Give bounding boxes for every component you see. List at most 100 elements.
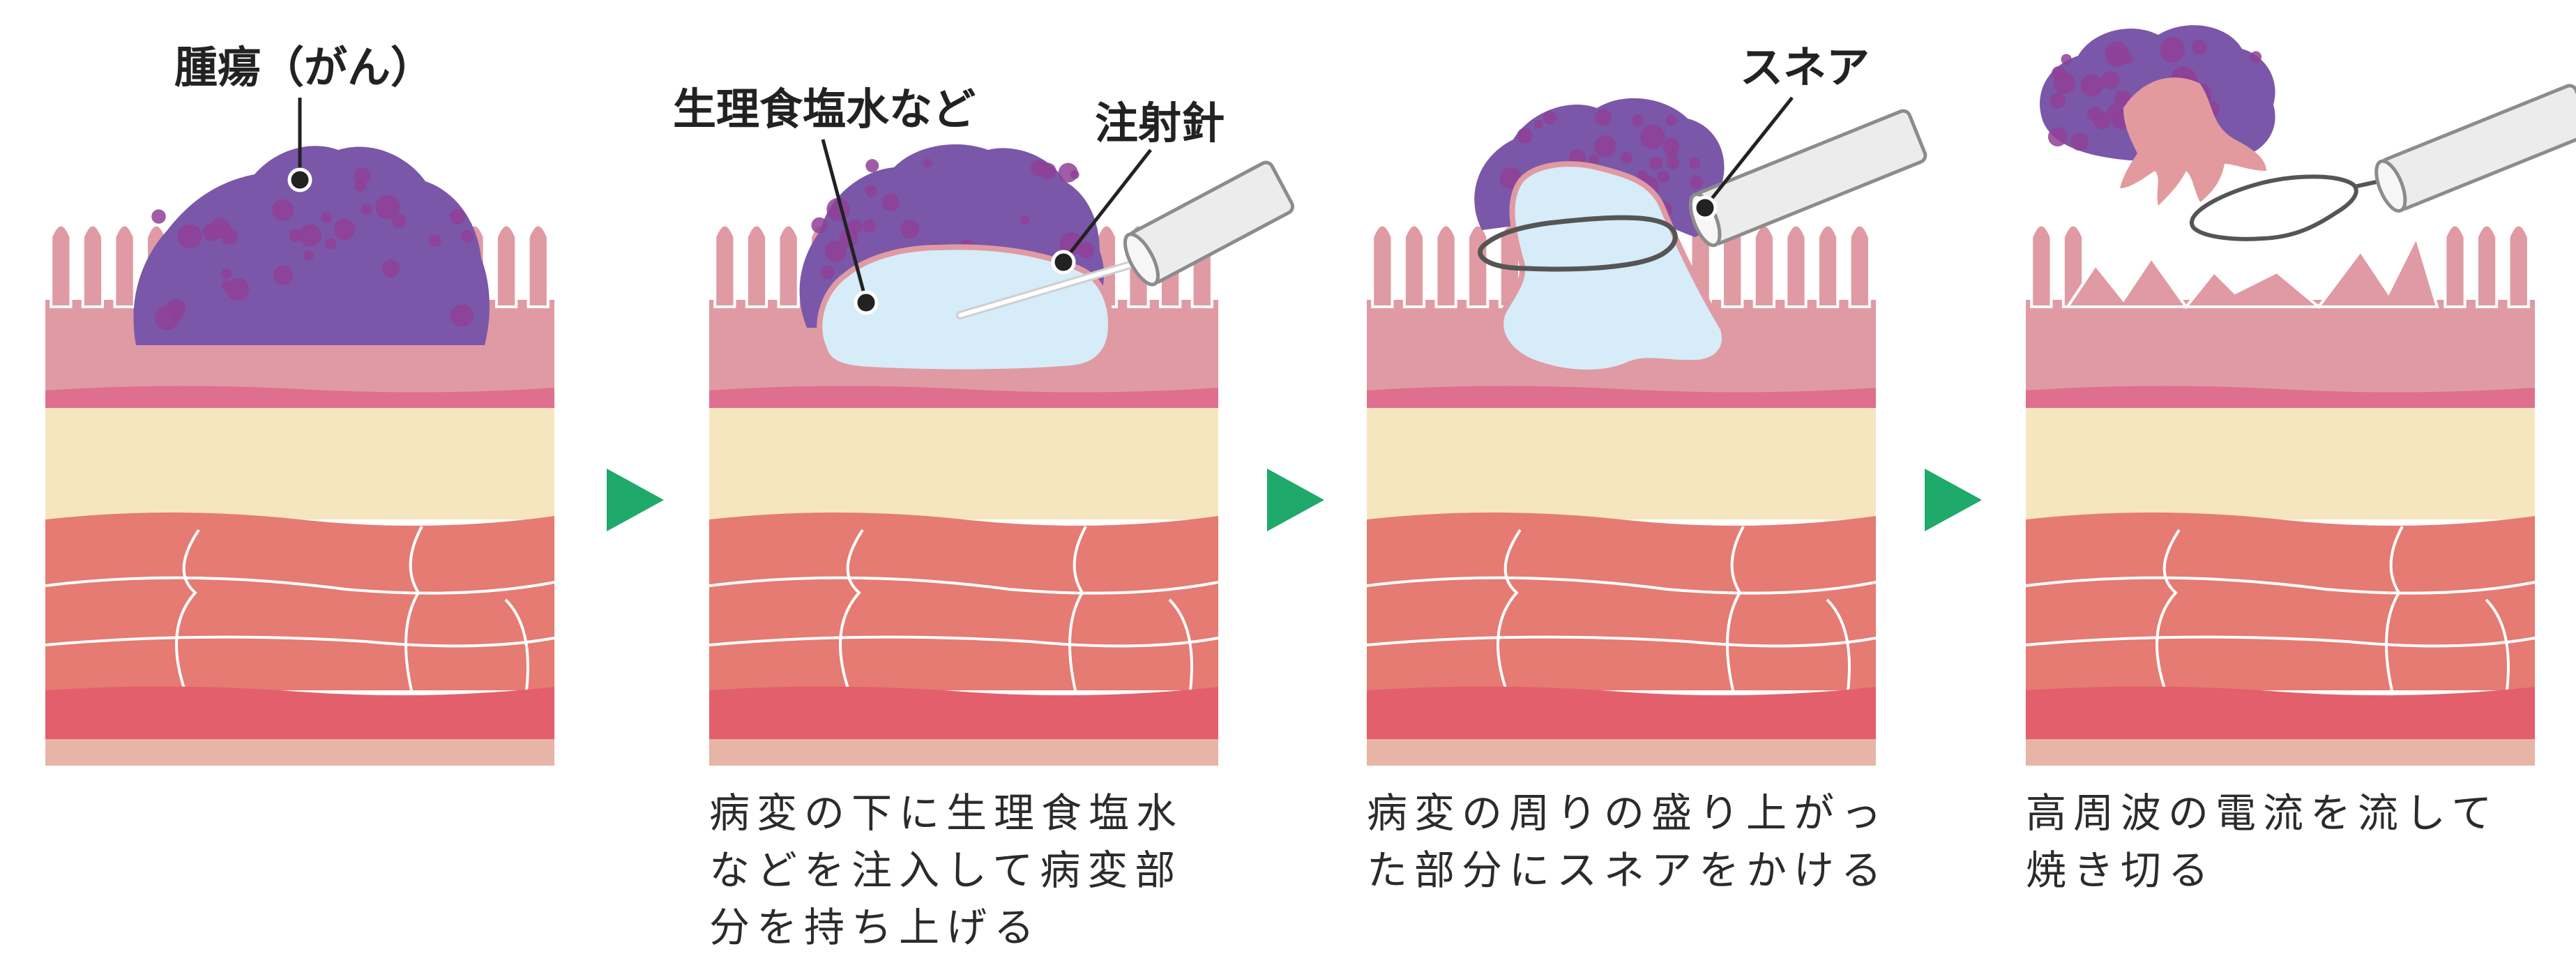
villus [745,223,768,308]
tumor-cell-dot [900,220,920,239]
tumor-leader-dot [287,167,312,192]
tumor-cell-dot [177,224,202,249]
serosa [2026,739,2535,766]
serosa [1367,739,1876,766]
villus [1467,223,1490,308]
tumor-cell-dot [1039,162,1056,180]
villus [494,223,518,308]
submucosa [709,408,1218,519]
villus [1848,223,1871,308]
muscle-fiber-line [1068,526,1087,691]
tumor-cell-dot [289,229,303,242]
villus [1752,223,1775,308]
deep-muscle-band [1367,686,1876,739]
tumor-cell-dot [226,278,250,301]
tumor-cell-dot [811,217,828,234]
muscle-fiber-line [175,529,200,691]
submucosa [45,408,554,519]
muscle-fiber-line [1168,598,1193,691]
tumor-cell-dot [151,209,166,224]
muscle-fiber-line [1726,526,1745,691]
muscle-fiber-line [839,529,864,691]
tumor-cell-dot [863,219,877,233]
tissue-layers [2025,223,2536,766]
tumor-cell-dot [1589,154,1599,165]
snare-loop [1478,215,1678,272]
tumor-cell-dot [1517,128,1533,144]
tumor-cell-dot [1059,232,1083,255]
muscle-fiber-line [404,526,423,691]
tumor-cell-dot [325,237,337,250]
muscle-fiber-line [1497,529,1522,691]
tumor-cell-dot [354,167,371,185]
tumor-cell-dot [428,234,441,248]
tumor-cell-dot [1632,114,1644,127]
muscle-fiber-line [709,576,1219,595]
caption-line: 病変の下に生理食塩水 [709,789,1184,837]
muscle-fiber-line [45,576,555,595]
muscle-fiber-line [504,598,529,691]
tumor-cell-dot [1621,151,1632,164]
muscle-layer [709,513,1218,690]
saline-leader-dot [854,290,879,315]
tumor-cell-dot [1020,215,1030,225]
tumor-cell-dot [1657,170,1669,183]
villus [1434,223,1457,308]
needle-leader-dot [1051,250,1076,275]
mucosa-band [1367,386,1876,408]
serosa [45,739,554,766]
tumor-cell-dot [220,268,232,280]
tumor-cell-dot [273,266,294,285]
deep-muscle-band [45,686,554,739]
tumor-label: 腫瘍（がん） [174,42,434,93]
tumor-cell-dot [461,230,474,243]
muscle-fiber-line [2025,635,2536,648]
tumor-cell-dot [321,212,333,223]
mucosa [2026,300,2535,397]
caption-step-4: 高周波の電流を流して 焼き切る [2026,784,2499,899]
tumor-cell-dot [1595,109,1612,126]
caption-line: 分を持ち上げる [709,904,1042,951]
submucosa [2026,408,2535,519]
tumor-cell-dot [392,213,407,229]
muscle-layer [45,513,554,690]
snare-label: スネア [1740,42,1870,93]
tumor-cell-dot [1543,111,1556,125]
tumor-cell-dot [2086,107,2102,122]
needle-label: 注射針 [1095,98,1225,149]
tumor-cell-dot [2047,127,2068,146]
saline-label: 生理食塩水など [673,84,976,135]
cut-mucosa-edge [2065,233,2439,310]
tumor-cell-dot [1666,156,1680,169]
tumor-cell-dot [303,250,314,261]
tumor-cell-dot [865,185,877,197]
tumor-cell-dot [334,218,356,241]
muscle-fiber-line [1366,576,1877,595]
tumor-cell-dot [1690,175,1704,190]
tumor-cell-dot [2250,51,2262,63]
caption-step-2: 病変の下に生理食塩水 などを注入して病変部 分を持ち上げる [709,784,1183,956]
villus [2507,223,2530,308]
caption-line: た部分にスネアをかける [1367,847,1889,894]
villus [113,223,136,308]
tumor-cell-dot [820,265,835,280]
deep-muscle-band [2026,686,2535,739]
villus [1402,223,1426,308]
muscle-fiber-line [1826,598,1851,691]
tumor-cell-dot [450,304,473,328]
muscle-fiber-line [2025,576,2536,595]
needle-leader-line [1062,149,1152,263]
tumor-cell-dot [2160,37,2185,63]
villus [50,223,73,308]
tumor-cell-dot [2114,90,2131,107]
play-triangle-icon [1925,469,1982,531]
tumor-cell-dot [2192,40,2207,55]
deep-muscle-band [709,686,1218,739]
tumor-cell-dot [2080,74,2103,97]
tumor-cell-dot [2061,54,2072,65]
tumor-cell-dot [210,218,230,238]
muscle-fiber-line [2155,529,2181,691]
injection-needle [956,160,1295,319]
